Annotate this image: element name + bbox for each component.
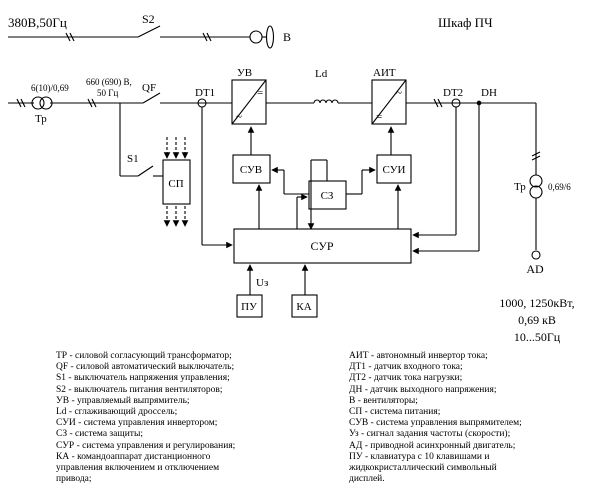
- legend-item: привода;: [56, 474, 92, 485]
- legend-left: ТР - силовой согласующий трансформатор; …: [56, 351, 235, 485]
- tr-rating-label: 6(10)/0,69: [31, 83, 69, 93]
- legend-item: АИТ - автономный инвертор тока;: [349, 351, 488, 361]
- rectifier-block: [231, 79, 267, 125]
- uv-label: УВ: [237, 67, 252, 79]
- ld-label: Ld: [315, 68, 328, 80]
- legend-item: управления включением и отключением: [56, 463, 220, 474]
- sp-label: СП: [168, 178, 183, 190]
- dh-label: DH: [481, 87, 497, 99]
- legend-item: АД - приводной асинхронный двигатель;: [349, 440, 516, 451]
- pu-label: ПУ: [241, 301, 257, 313]
- legend-item: СУИ - система управления инвертором;: [56, 418, 218, 429]
- dt1-label: DT1: [195, 87, 215, 99]
- inverter-block: [371, 79, 407, 125]
- legend-item: ТР - силовой согласующий трансформатор;: [56, 351, 232, 361]
- qf-label: QF: [142, 82, 156, 94]
- ka-label: КА: [296, 301, 311, 313]
- s2-label: S2: [142, 12, 155, 26]
- legend-item: ПУ - клавиатура с 10 клавишами и: [349, 451, 490, 462]
- fan-icon: [249, 25, 275, 49]
- uv-dc-symbol: =: [257, 87, 263, 99]
- legend-item: СУР - система управления и регулирования…: [56, 440, 236, 451]
- ait-dc-symbol: =: [376, 111, 382, 123]
- uv-ac-symbol: ~: [236, 111, 242, 123]
- s1-label: S1: [127, 153, 139, 165]
- sui-label: СУИ: [383, 164, 406, 176]
- supply-label: 380В,50Гц: [8, 15, 67, 30]
- ait-label: АИТ: [373, 67, 396, 79]
- output-transformer-icon: [529, 174, 543, 199]
- voltage-label: 0,69 кВ: [518, 313, 556, 327]
- legend-item: S2 - выключатель питания вентиляторов;: [56, 384, 223, 395]
- legend-item: СУВ - система управления выпрямителем;: [349, 418, 522, 429]
- legend-item: QF - силовой автоматический выключатель;: [56, 362, 235, 373]
- legend-item: жидкокристаллический символьный: [349, 463, 497, 474]
- sur-label: СУР: [310, 239, 333, 253]
- legend-item: В - вентиляторы;: [349, 395, 418, 406]
- input-transformer-icon: [31, 96, 53, 110]
- legend-right: АИТ - автономный инвертор тока; ДТ1 - да…: [349, 351, 522, 485]
- legend-item: КА - командоаппарат дистанционного: [56, 451, 211, 462]
- dt2-label: DT2: [443, 87, 463, 99]
- ait-ac-symbol: ~: [396, 87, 402, 99]
- sur-block: [233, 228, 412, 264]
- power-label: 1000, 1250кВт,: [499, 296, 574, 310]
- inductor-icon: [313, 99, 339, 104]
- fan-label: В: [283, 30, 291, 44]
- sui-block: [376, 154, 412, 184]
- control-wiring: [201, 103, 480, 295]
- legend-item: СЗ - система защиты;: [56, 429, 143, 440]
- feed-freq-label: 50 Гц: [97, 88, 118, 98]
- suv-label: СУВ: [240, 164, 262, 176]
- legend-item: ДТ2 - датчик тока нагрузки;: [349, 373, 463, 384]
- legend-item: дисплей.: [349, 474, 385, 485]
- out-tr-rating-label: 0,69/6: [548, 182, 571, 192]
- freq-label: 10...50Гц: [514, 330, 561, 344]
- legend-item: УВ - управляемый выпрямитель;: [56, 395, 190, 406]
- fan-supply-line: [8, 25, 250, 42]
- uz-label: Uз: [256, 277, 268, 289]
- power-supply-branch: [119, 103, 191, 227]
- legend-item: ДН - датчик выходного напряжения;: [349, 384, 497, 395]
- legend-item: Уз - сигнал задания частоты (скорости);: [349, 429, 511, 440]
- legend-item: ДТ1 - датчик входного тока;: [349, 362, 463, 373]
- motor-label: AD: [526, 262, 544, 276]
- main-power-line: [8, 92, 541, 250]
- legend-item: S1 - выключатель напряжения управления;: [56, 373, 230, 384]
- out-tr-label: Тр: [514, 181, 526, 193]
- feed-voltage-label: 660 (690) В,: [86, 77, 132, 87]
- cabinet-label: Шкаф ПЧ: [438, 15, 493, 30]
- tr-label: Тр: [35, 113, 47, 125]
- legend-item: СП - система питания;: [349, 407, 441, 418]
- motor-icon: [531, 250, 541, 260]
- legend-item: Ld - сглаживающий дроссель;: [56, 407, 178, 418]
- sz-label: СЗ: [321, 190, 334, 202]
